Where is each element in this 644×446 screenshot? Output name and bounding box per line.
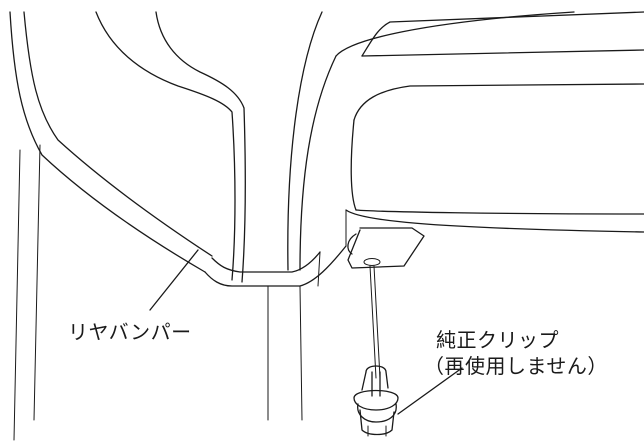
body-floor-right — [287, 11, 644, 271]
bumper-left-body — [9, 11, 246, 441]
clip-guide-line — [369, 265, 377, 379]
clip-label: 純正クリップ — [436, 328, 559, 352]
clip-note-label: （再使用しません） — [424, 354, 608, 378]
rear-bumper-leader-line — [149, 249, 199, 311]
bumper-bottom-edge — [204, 245, 347, 421]
clip-guide-line-2 — [373, 265, 381, 379]
clip-icon — [353, 365, 399, 437]
clip-leader-line — [397, 367, 463, 415]
rear-bumper-label: リヤバンパー — [68, 320, 192, 344]
clip-mounting-tab — [347, 227, 425, 269]
